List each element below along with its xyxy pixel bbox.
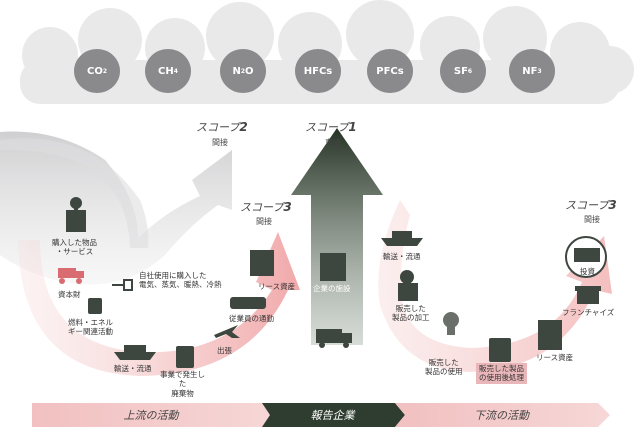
scope3-downstream-title: スコープ3 <box>565 198 617 212</box>
bar-downstream: 下流の活動 <box>474 409 529 422</box>
scope1-title: スコープ1 <box>305 120 357 134</box>
label-capital-goods: 資本財 <box>58 290 81 299</box>
downstream-ship-icon <box>381 231 423 246</box>
downstream-factory-icon <box>398 270 418 301</box>
airplane-icon <box>214 325 240 338</box>
label-commute: 従業員の通勤 <box>229 314 274 323</box>
label-upstream-transport: 輸送・流通 <box>114 364 152 373</box>
label-fuel-energy: 燃料・エネル ギー関連活動 <box>68 318 113 337</box>
lightbulb-icon <box>443 312 459 335</box>
barrel-icon <box>88 298 102 314</box>
label-waste: 事業で発生し た 廃棄物 <box>160 370 205 398</box>
company-building-icon <box>320 253 346 281</box>
label-business-travel: 出張 <box>217 346 232 355</box>
recycle-bin-icon <box>489 338 511 362</box>
label-investment: 投資 <box>580 267 595 276</box>
company-truck-icon <box>316 329 352 348</box>
label-end-of-life: 販売した製品 の使用後処理 <box>476 363 527 384</box>
gas-hfcs: HFCs <box>295 49 341 93</box>
scope2-title: スコープ2 <box>196 120 248 134</box>
ship-icon <box>114 345 156 360</box>
label-product-use: 販売した 製品の使用 <box>425 358 463 377</box>
label-company-facilities: 企業の施設 <box>313 284 351 293</box>
downstream-building-icon <box>538 320 562 350</box>
label-energy-use: 自社使用に購入した 電気、蒸気、暖熱、冷熱 <box>139 271 222 290</box>
label-company-vehicles: 企業の車両 <box>317 349 355 358</box>
bar-reporting-company: 報告企業 <box>310 409 355 422</box>
gas-pfcs: PFCs <box>367 49 413 93</box>
scope1-sub: 直接 <box>325 138 341 147</box>
scope3-upstream-sub: 間接 <box>256 217 272 226</box>
label-upstream-lease: リース資産 <box>258 282 296 291</box>
scope3-downstream-sub: 間接 <box>584 215 600 224</box>
shop-icon <box>575 286 601 304</box>
train-icon <box>230 297 266 309</box>
label-downstream-transport: 輸送・流通 <box>383 252 421 261</box>
truck-icon <box>58 268 84 284</box>
building-icon <box>250 250 274 276</box>
label-franchise: フランチャイズ <box>562 308 615 317</box>
scope1-arrow <box>291 128 383 345</box>
money-icon <box>565 236 607 278</box>
scope3-upstream-title: スコープ3 <box>240 200 292 214</box>
factory-icon <box>66 197 86 232</box>
scope2-arrow <box>0 131 232 285</box>
scope3-upstream-arrow <box>18 232 300 376</box>
label-purchased-goods: 購入した物品 ・サービス <box>52 238 97 257</box>
activity-bar <box>32 403 610 427</box>
label-downstream-lease: リース資産 <box>536 353 574 362</box>
scope2-sub: 間接 <box>212 138 228 147</box>
label-processing: 販売した 製品の加工 <box>392 304 430 323</box>
plug-icon <box>112 279 133 291</box>
trash-icon <box>176 346 194 368</box>
bar-upstream: 上流の活動 <box>123 409 179 422</box>
